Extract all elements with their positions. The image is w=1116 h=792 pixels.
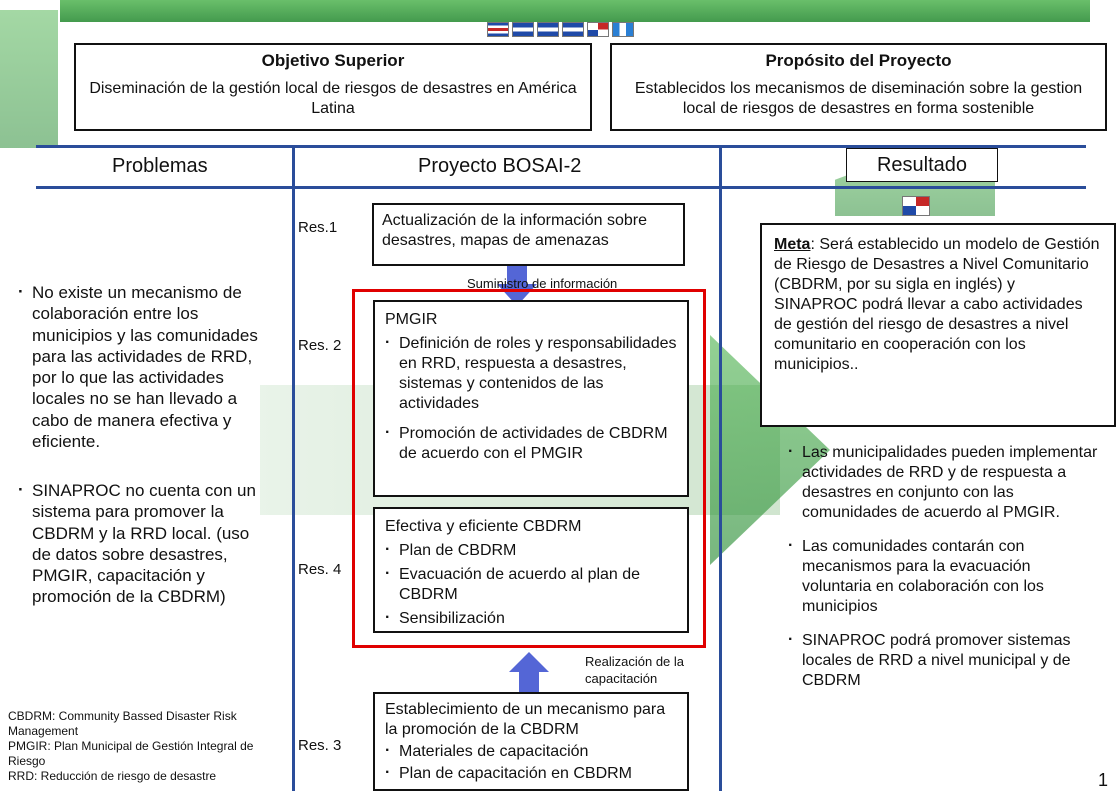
header-line-top <box>36 145 1086 148</box>
top-green-band <box>60 0 1090 22</box>
glossary: CBDRM: Community Bassed Disaster Risk Ma… <box>8 709 290 784</box>
purpose-box: Propósito del Proyecto Establecidos los … <box>610 43 1107 131</box>
flag-icon <box>537 22 559 37</box>
divider-right <box>719 145 722 791</box>
res1-box: Actualización de la información sobre de… <box>372 203 685 266</box>
res3-title: Establecimiento de un mecanismo para la … <box>385 701 666 738</box>
pmgir-title: PMGIR <box>385 311 438 328</box>
res1-label: Res.1 <box>298 219 338 236</box>
header-line-bottom <box>36 186 1086 189</box>
objective-box: Objetivo Superior Diseminación de la ges… <box>74 43 592 131</box>
flag-icon <box>902 196 930 216</box>
result-item: SINAPROC podrá promover sistemas locales… <box>788 630 1098 691</box>
results: Las municipalidades pueden implementar a… <box>788 442 1098 691</box>
red-frame <box>352 289 706 648</box>
glossary-item: CBDRM: Community Bassed Disaster Risk Ma… <box>8 709 237 738</box>
res3-list: Materiales de capacitación Plan de capac… <box>385 741 677 784</box>
problems-list: No existe un mecanismo de colaboración e… <box>18 281 270 608</box>
header-problems: Problemas <box>112 155 208 177</box>
flag-icon <box>562 22 584 37</box>
results-list: Las municipalidades pueden implementar a… <box>788 442 1098 691</box>
problem-item: No existe un mecanismo de colaboración e… <box>18 281 270 452</box>
realization-arrow-icon <box>509 652 549 692</box>
glossary-item: PMGIR: Plan Municipal de Gestión Integra… <box>8 739 254 768</box>
cbdrm-title: Efectiva y eficiente CBDRM <box>385 518 582 535</box>
flags-top <box>487 22 634 37</box>
page-number: 1 <box>1098 770 1109 790</box>
problems: No existe un mecanismo de colaboración e… <box>18 281 270 608</box>
pmgir-box: PMGIR Definición de roles y responsabili… <box>373 300 689 497</box>
res3-item: Plan de capacitación en CBDRM <box>385 763 677 784</box>
res4-label: Res. 4 <box>298 561 342 578</box>
header-result-box: Resultado <box>846 148 998 182</box>
result-item: Las comunidades contarán con mecanismos … <box>788 536 1098 617</box>
realization-label: Realización de la capacitación <box>585 654 685 686</box>
res3-label: Res. 3 <box>298 737 342 754</box>
res1-text: Actualización de la información sobre de… <box>382 212 648 249</box>
goal-label: Meta <box>774 236 811 253</box>
cbdrm-item: Evacuación de acuerdo al plan de CBDRM <box>385 564 677 605</box>
left-green-arrow-shaft <box>0 10 58 148</box>
cbdrm-list: Plan de CBDRM Evacuación de acuerdo al p… <box>385 540 677 629</box>
pmgir-item: Definición de roles y responsabilidades … <box>385 333 677 414</box>
pmgir-item: Promoción de actividades de CBDRM de acu… <box>385 423 677 464</box>
flag-icon <box>587 22 609 37</box>
goal-text-wrap: Meta: Será establecido un modelo de Gest… <box>774 235 1102 375</box>
cbdrm-box: Efectiva y eficiente CBDRM Plan de CBDRM… <box>373 507 689 633</box>
flag-icon <box>487 22 509 37</box>
cbdrm-item: Sensibilización <box>385 608 677 629</box>
purpose-text: Establecidos los mecanismos de diseminac… <box>634 80 1083 117</box>
flag-icon <box>512 22 534 37</box>
objective-title: Objetivo Superior <box>261 51 405 70</box>
pmgir-list: Definición de roles y responsabilidades … <box>385 333 677 464</box>
result-item: Las municipalidades pueden implementar a… <box>788 442 1098 523</box>
divider-left <box>292 145 295 791</box>
flag-icon <box>612 22 634 37</box>
header-project: Proyecto BOSAI-2 <box>418 155 582 177</box>
header-result: Resultado <box>876 154 968 176</box>
res3-box: Establecimiento de un mecanismo para la … <box>373 692 689 791</box>
res2-label: Res. 2 <box>298 337 342 354</box>
goal-text: : Será establecido un modelo de Gestión … <box>774 236 1100 373</box>
supply-label: Suministro de información <box>467 276 618 291</box>
objective-text: Diseminación de la gestión local de ries… <box>89 80 577 117</box>
goal-box: Meta: Será establecido un modelo de Gest… <box>760 223 1116 427</box>
problem-item: SINAPROC no cuenta con un sistema para p… <box>18 479 270 608</box>
purpose-title: Propósito del Proyecto <box>765 51 952 70</box>
glossary-item: RRD: Reducción de riesgo de desastre <box>8 769 217 783</box>
cbdrm-item: Plan de CBDRM <box>385 540 677 561</box>
res3-item: Materiales de capacitación <box>385 741 677 762</box>
